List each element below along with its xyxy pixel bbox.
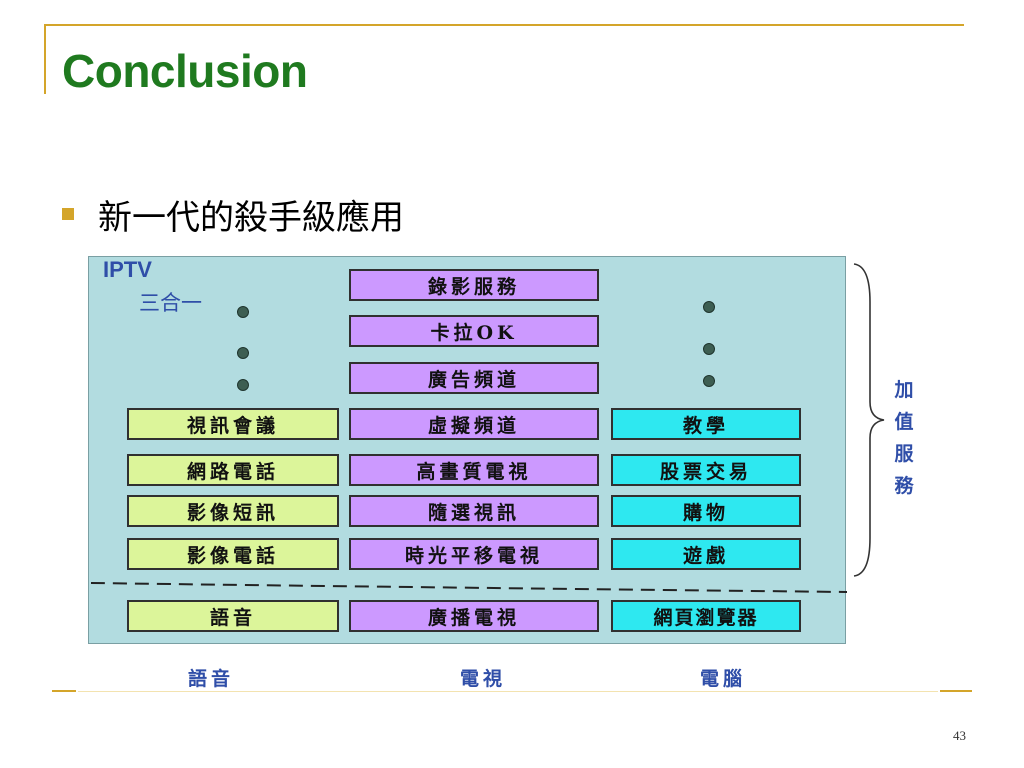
voice-service-box: 視訊會議 <box>127 408 339 440</box>
ellipsis-dot-icon <box>703 343 715 355</box>
bottom-rule-right <box>940 690 972 692</box>
iptv-diagram: IPTV 三合一 錄影服務 卡拉OK 廣告頻道 虛擬頻道 高畫質電視 隨選視訊 … <box>88 256 847 644</box>
slide-frame-top-line <box>44 24 964 26</box>
bottom-rule-left <box>52 690 76 692</box>
base-pc-box: 網頁瀏覽器 <box>611 600 801 632</box>
bullet-item: 新一代的殺手級應用 <box>62 192 404 238</box>
pc-service-box: 遊戲 <box>611 538 801 570</box>
bullet-square-icon <box>62 208 74 220</box>
triple-play-label: 三合一 <box>139 291 202 315</box>
base-tv-box: 廣播電視 <box>349 600 599 632</box>
tv-service-box: 虛擬頻道 <box>349 408 599 440</box>
tv-service-box: 廣告頻道 <box>349 362 599 394</box>
voice-service-box: 網路電話 <box>127 454 339 486</box>
ellipsis-dot-icon <box>237 306 249 318</box>
ellipsis-dot-icon <box>237 347 249 359</box>
tv-service-box: 高畫質電視 <box>349 454 599 486</box>
bottom-label-voice: 語音 <box>188 668 235 690</box>
tv-service-box: 隨選視訊 <box>349 495 599 527</box>
tv-service-box: 時光平移電視 <box>349 538 599 570</box>
pc-service-box: 股票交易 <box>611 454 801 486</box>
pc-service-box: 購物 <box>611 495 801 527</box>
dashed-separator <box>90 582 847 593</box>
bottom-rule-main <box>78 691 938 692</box>
curly-brace-icon <box>853 263 885 577</box>
page-number: 43 <box>953 728 966 743</box>
bottom-label-tv: 電視 <box>460 668 507 690</box>
slide-title: Conclusion <box>62 45 308 97</box>
tv-service-box: 卡拉OK <box>349 315 599 347</box>
ellipsis-dot-icon <box>237 379 249 391</box>
value-added-label: 加值服務 <box>894 379 914 497</box>
voice-service-box: 影像短訊 <box>127 495 339 527</box>
ellipsis-dot-icon <box>703 375 715 387</box>
voice-service-box: 影像電話 <box>127 538 339 570</box>
bullet-text: 新一代的殺手級應用 <box>98 197 404 238</box>
base-voice-box: 語音 <box>127 600 339 632</box>
pc-service-box: 教學 <box>611 408 801 440</box>
tv-service-box: 錄影服務 <box>349 269 599 301</box>
slide-frame-left-line <box>44 24 46 94</box>
bottom-label-pc: 電腦 <box>700 668 747 690</box>
ellipsis-dot-icon <box>703 301 715 313</box>
iptv-label: IPTV <box>103 257 152 282</box>
